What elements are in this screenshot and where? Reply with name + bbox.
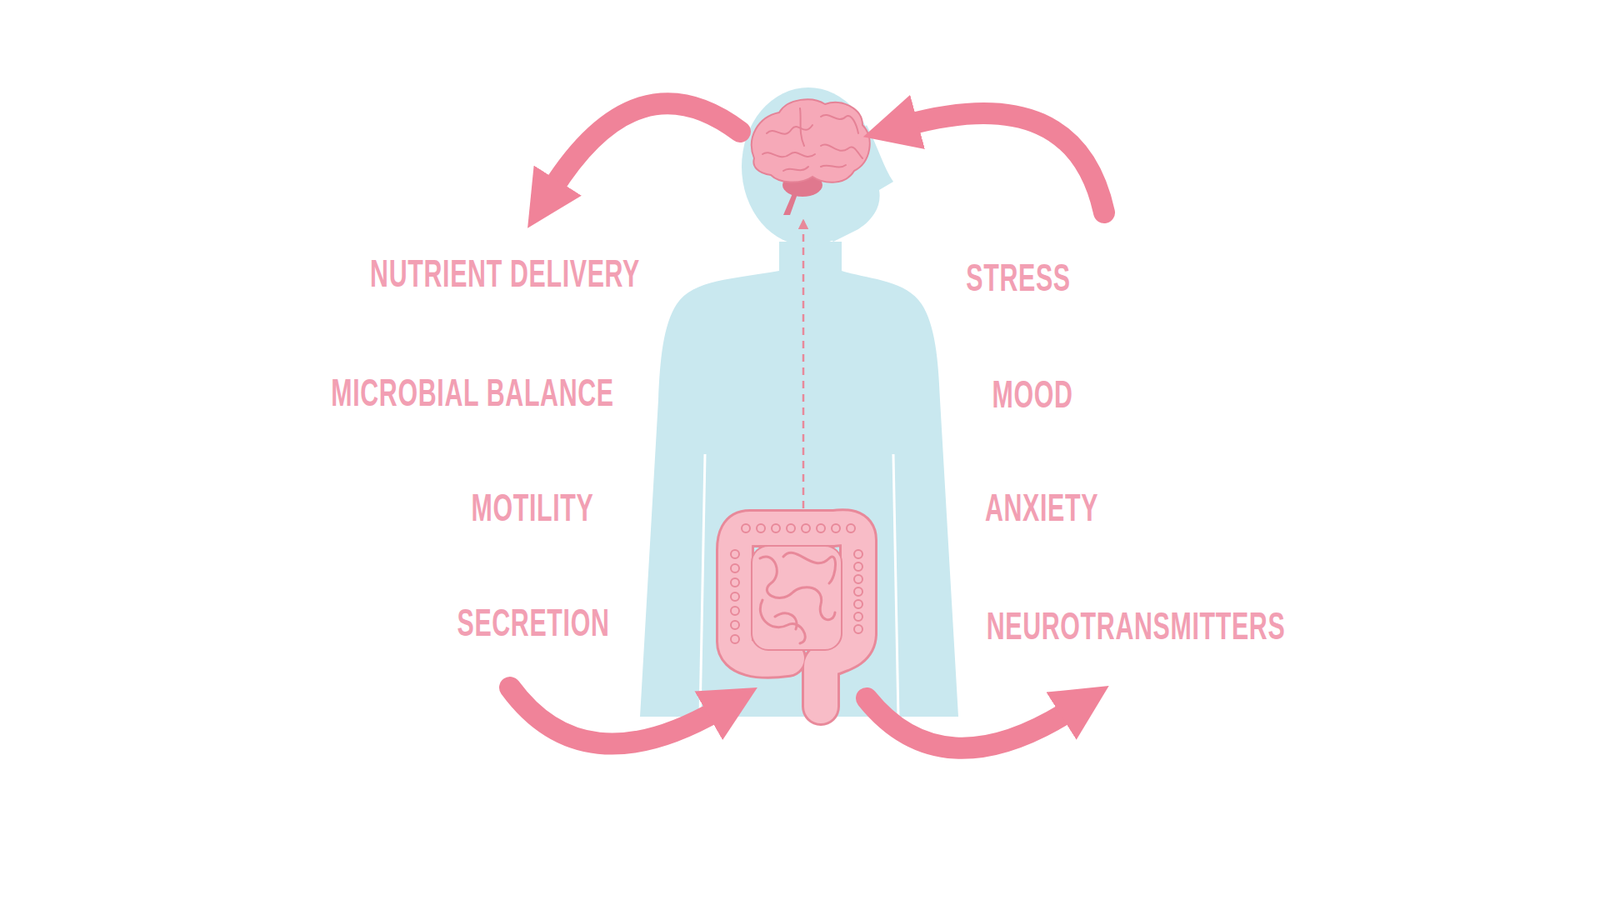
- gut-function-label: NUTRIENT DELIVERY: [370, 254, 640, 293]
- brain-factor-label: MOOD: [991, 375, 1073, 414]
- haustra-bump: [771, 524, 780, 533]
- haustra-bump: [786, 524, 795, 533]
- haustra-bump: [854, 575, 863, 584]
- haustra-bump: [846, 524, 855, 533]
- haustra-bump: [730, 606, 740, 615]
- gut-brain-link: [802, 220, 805, 524]
- gut-function-label: MICROBIAL BALANCE: [330, 373, 615, 412]
- haustra-bump: [741, 524, 750, 533]
- haustra-bump: [730, 550, 740, 559]
- haustra-bump: [854, 550, 863, 559]
- haustra-bump: [854, 600, 863, 609]
- haustra-bump: [730, 592, 740, 601]
- gut-function-label: SECRETION: [456, 603, 610, 642]
- haustra-bump: [854, 612, 863, 621]
- arm-gap: [700, 454, 899, 719]
- brain-factor-label: ANXIETY: [985, 488, 1099, 527]
- brain-factor-label: NEUROTRANSMITTERS: [986, 606, 1286, 645]
- brain-factor-label: STRESS: [965, 258, 1070, 297]
- brain: [751, 99, 870, 215]
- haustra-bump: [816, 524, 825, 533]
- body-silhouette: [640, 87, 959, 717]
- haustra-bump: [854, 587, 863, 596]
- haustra-bump: [831, 524, 840, 533]
- intestines: [730, 524, 863, 707]
- haustra-bump: [730, 620, 740, 630]
- cycle-arrow: [510, 103, 1105, 749]
- haustra-bump: [730, 564, 740, 573]
- haustra-bump: [730, 635, 740, 644]
- haustra-bump: [854, 625, 863, 634]
- haustra-bump: [730, 578, 740, 587]
- gut-function-label: MOTILITY: [471, 488, 595, 527]
- haustra-bump: [854, 562, 863, 571]
- haustra-bump: [801, 524, 810, 533]
- haustra-bump: [756, 524, 765, 533]
